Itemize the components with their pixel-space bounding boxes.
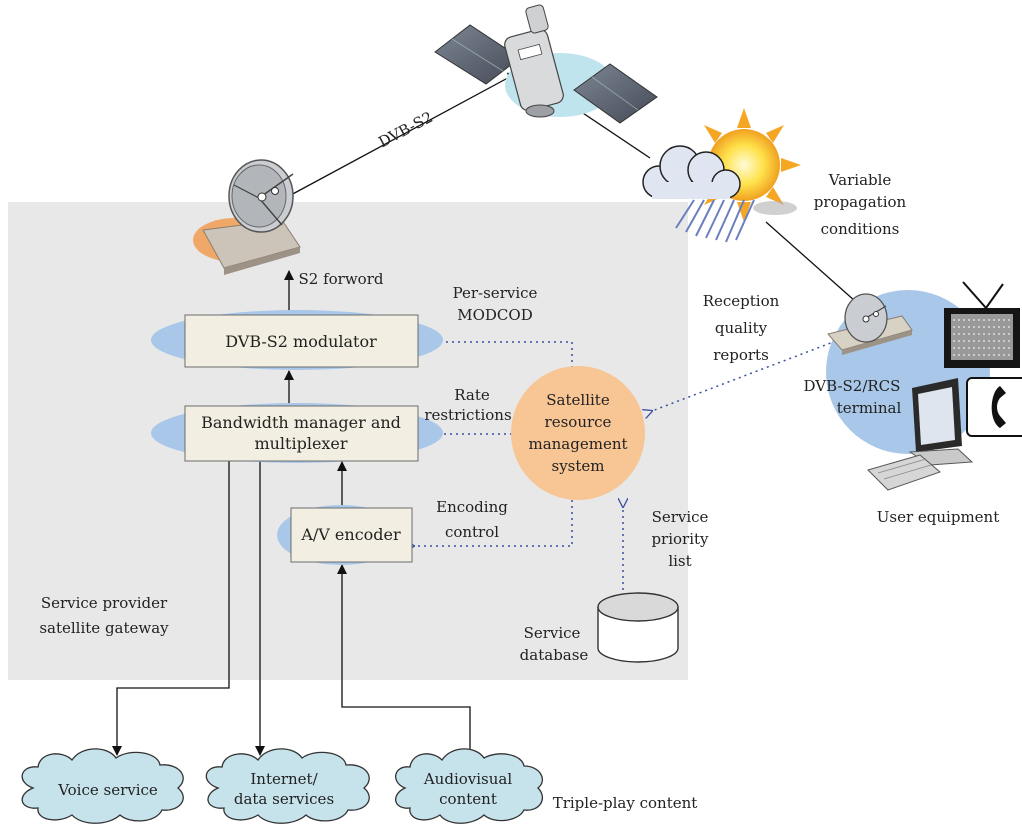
variable-line1: Variable	[828, 171, 892, 189]
voice-service-label: Voice service	[57, 781, 158, 799]
srms-line2: resource	[545, 413, 612, 431]
srms-line1: Satellite	[546, 391, 610, 409]
tv-icon	[944, 281, 1020, 368]
encoding-line2: control	[445, 523, 499, 541]
computer-icon	[867, 378, 974, 491]
internet-line1: Internet/	[250, 770, 318, 788]
rain-cloud-icon	[642, 145, 755, 243]
variable-line2: propagation	[814, 193, 907, 211]
gateway-line1: Service provider	[41, 594, 168, 612]
dvb-s2-link-label: DVB-S2	[375, 108, 435, 151]
per-service-line2: MODCOD	[457, 306, 532, 324]
gateway-line2: satellite gateway	[39, 619, 169, 637]
satellite-icon	[434, 4, 658, 124]
gateway-dish-icon	[193, 159, 301, 275]
terminal-line1: DVB-S2/RCS	[804, 377, 901, 395]
per-service-line1: Per-service	[453, 284, 538, 302]
av-line	[337, 564, 471, 755]
service-priority-line3: list	[668, 552, 691, 570]
triple-play-label: Triple-play content	[553, 794, 698, 812]
connection-lines	[112, 72, 856, 756]
database-line1: Service	[524, 624, 581, 642]
uplink-line	[288, 72, 518, 197]
audiovisual-line2: content	[439, 790, 497, 808]
terminal-line2: terminal	[837, 399, 902, 417]
audiovisual-line1: Audiovisual	[423, 770, 512, 788]
phone-icon	[966, 377, 1022, 437]
terminal-dish-icon	[827, 293, 913, 355]
downlink-line-2	[765, 221, 856, 302]
rate-line1: Rate	[454, 386, 490, 404]
internet-services-cloud: Internet/ data services	[205, 748, 370, 824]
voice-line	[112, 453, 234, 756]
encoder-label: A/V encoder	[300, 525, 401, 544]
modulator-label: DVB-S2 modulator	[225, 332, 377, 351]
srms-line4: system	[552, 457, 605, 475]
srms-node: Satellite resource management system	[511, 366, 645, 500]
reception-line1: Reception	[703, 292, 780, 310]
internet-line2: data services	[234, 790, 334, 808]
srms-line3: management	[528, 435, 627, 453]
reception-line2: quality	[715, 319, 768, 337]
voice-service-cloud: Voice service	[21, 748, 184, 824]
variable-line3: conditions	[821, 220, 900, 238]
database-line2: database	[520, 646, 589, 664]
user-equipment-label: User equipment	[877, 508, 999, 526]
encoder-box: A/V encoder	[290, 507, 413, 563]
s2-forward-label: S2 forword	[299, 270, 384, 288]
audiovisual-cloud: Audiovisual content	[395, 748, 543, 824]
bandwidth-label-line1: Bandwidth manager and	[201, 413, 401, 432]
control-lines	[414, 341, 837, 590]
reception-line3: reports	[713, 346, 769, 364]
rate-line2: restrictions	[424, 406, 511, 424]
database-icon	[597, 592, 679, 663]
modcod-line	[420, 342, 573, 368]
bandwidth-box: Bandwidth manager and multiplexer	[184, 405, 419, 462]
encoding-line1: Encoding	[436, 498, 508, 516]
encoding-line	[414, 500, 573, 546]
service-priority-line1: Service	[652, 508, 709, 526]
modulator-box: DVB-S2 modulator	[184, 314, 419, 368]
bandwidth-label-line2: multiplexer	[254, 434, 347, 453]
service-priority-line2: priority	[651, 530, 709, 548]
